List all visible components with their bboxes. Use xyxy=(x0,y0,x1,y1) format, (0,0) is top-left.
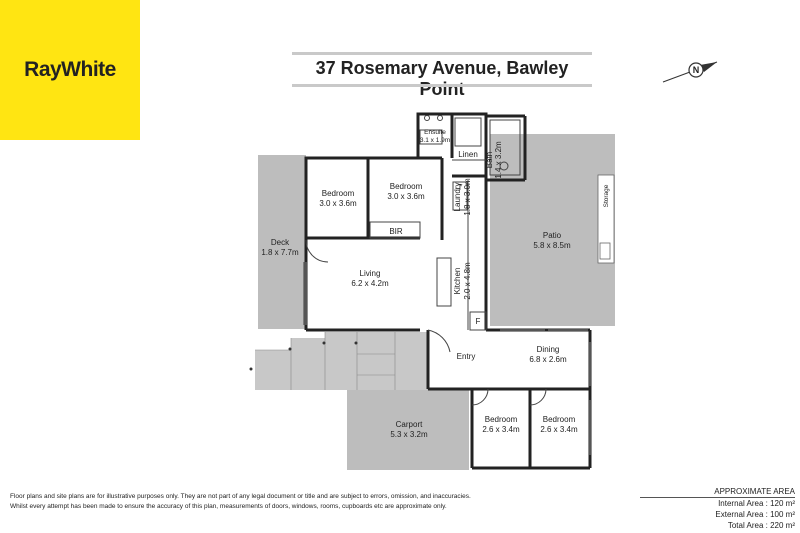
laundry-size: 1.8 x 3.0m xyxy=(463,178,472,216)
carport-label: Carport xyxy=(396,420,423,429)
compass-icon: N xyxy=(662,61,718,83)
disclaimer-line-1: Floor plans and site plans are for illus… xyxy=(10,493,471,500)
total-area: Total Area : 220 m² xyxy=(727,521,795,530)
step-1 xyxy=(291,338,325,390)
ensuite-size: 3.1 x 1.9m xyxy=(420,137,450,144)
linen-label: Linen xyxy=(458,150,478,159)
carport-area xyxy=(347,389,469,470)
dining-label: Dining xyxy=(537,345,560,354)
kitchen-label: Kitchen xyxy=(453,268,462,295)
bedroom2-label: Bedroom xyxy=(390,182,423,191)
step-4 xyxy=(395,332,427,390)
bedroom3-label: Bedroom xyxy=(485,415,518,424)
step-2 xyxy=(325,332,357,390)
storage-room xyxy=(597,174,615,264)
area-title: APPROXIMATE AREA xyxy=(640,487,795,498)
deck-label: Deck xyxy=(271,238,290,247)
patio-size: 5.8 x 8.5m xyxy=(533,241,571,250)
title-rule-bottom xyxy=(292,84,592,87)
patio-area xyxy=(490,134,615,326)
bedroom4-label: Bedroom xyxy=(543,415,576,424)
internal-area: Internal Area : 120 m² xyxy=(718,499,795,508)
logo-text: RayWhite xyxy=(24,58,116,81)
bath-label: Bath xyxy=(485,152,494,168)
living-size: 6.2 x 4.2m xyxy=(351,279,389,288)
storage-label: Storage xyxy=(603,184,610,207)
deck-area xyxy=(258,155,306,329)
bedroom1-label: Bedroom xyxy=(322,189,355,198)
bedroom3-size: 2.6 x 3.4m xyxy=(482,425,520,434)
carport-size: 5.3 x 3.2m xyxy=(390,430,428,439)
ensuite-label: Ensuite xyxy=(424,129,446,136)
bedroom1-size: 3.0 x 3.6m xyxy=(319,199,357,208)
bedroom4-size: 2.6 x 3.4m xyxy=(540,425,578,434)
step-3 xyxy=(357,332,395,390)
kitchen-size: 2.0 x 4.8m xyxy=(463,262,472,300)
disclaimer-line-2: Whilst every attempt has been made to en… xyxy=(10,503,447,510)
raywhite-logo: RayWhite xyxy=(0,0,140,140)
living-label: Living xyxy=(360,269,381,278)
entry-label: Entry xyxy=(457,352,476,361)
laundry-label: Laundry xyxy=(453,183,462,212)
bedroom2-size: 3.0 x 3.6m xyxy=(387,192,425,201)
fridge-label: F xyxy=(476,317,481,326)
external-area: External Area : 100 m² xyxy=(715,510,795,519)
dining-size: 6.8 x 2.6m xyxy=(529,355,567,364)
bath-size: 1.4 x 3.2m xyxy=(494,141,503,179)
title-rule-top xyxy=(292,52,592,55)
step-5 xyxy=(255,350,291,390)
compass-letter: N xyxy=(693,65,700,75)
bir-label: BIR xyxy=(389,227,403,236)
deck-size: 1.8 x 7.7m xyxy=(261,248,299,257)
toilet-label: T xyxy=(458,183,463,192)
area-summary: APPROXIMATE AREA Internal Area : 120 m² … xyxy=(640,487,795,531)
patio-label: Patio xyxy=(543,231,562,240)
